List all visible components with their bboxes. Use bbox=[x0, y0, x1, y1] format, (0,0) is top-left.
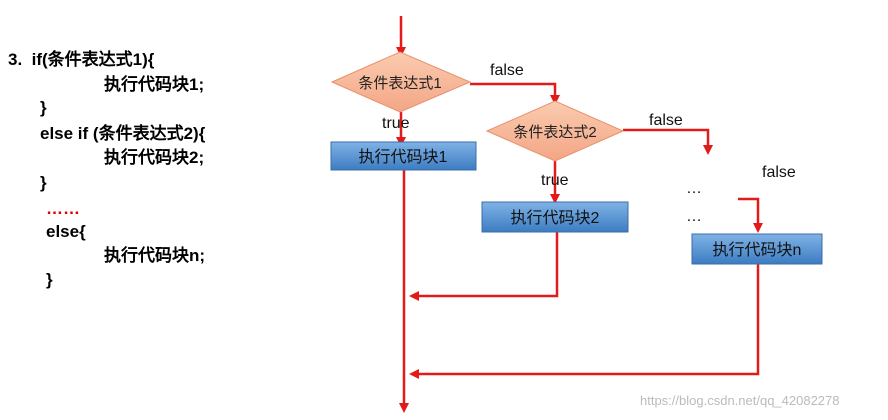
cond2-true-label: true bbox=[541, 172, 569, 189]
decision-cond2-shape bbox=[485, 100, 625, 162]
code-line-block2: 执行代码块2; bbox=[104, 148, 205, 167]
ellipsis-dots-1: … bbox=[686, 180, 702, 197]
blockn-merge-arrow bbox=[409, 264, 760, 379]
decision-cond2: 条件表达式2 bbox=[485, 100, 625, 162]
cond2-false-label: false bbox=[649, 112, 683, 129]
cond1-false-arrow bbox=[470, 82, 560, 105]
code-line-close3: } bbox=[46, 270, 53, 289]
code-line-blockn: 执行代码块n; bbox=[104, 246, 206, 265]
process-block2-shape bbox=[481, 201, 629, 233]
process-block1: 执行代码块1 bbox=[330, 141, 477, 171]
process-blockn-label: 执行代码块n bbox=[713, 241, 802, 259]
ellipsis-dots-2: … bbox=[686, 208, 702, 225]
code-line-else-if: else if (条件表达式2){ bbox=[40, 124, 206, 143]
cond1-true-label: true bbox=[382, 115, 410, 132]
decision-cond1-label: 条件表达式1 bbox=[358, 75, 441, 92]
code-line-else: else{ bbox=[46, 222, 86, 241]
block2-merge-arrow bbox=[409, 232, 559, 301]
code-line-close2: } bbox=[40, 173, 47, 192]
code-listing: 3. if(条件表达式1){ 执行代码块1; } else if (条件表达式2… bbox=[0, 0, 330, 420]
last-false-label: false bbox=[762, 164, 796, 181]
process-block2-label: 执行代码块2 bbox=[511, 209, 600, 227]
code-line-ellipsis: …… bbox=[46, 199, 80, 218]
watermark: https://blog.csdn.net/qq_42082278 bbox=[640, 393, 840, 408]
last-false-arrow bbox=[738, 197, 763, 233]
process-blockn-shape bbox=[691, 233, 823, 265]
code-line-block1: 执行代码块1; bbox=[104, 75, 205, 94]
process-blockn: 执行代码块n bbox=[691, 233, 823, 265]
process-block1-shape bbox=[330, 141, 477, 171]
cond2-false-arrow bbox=[623, 128, 713, 155]
code-line-close1: } bbox=[40, 98, 47, 117]
connectors bbox=[396, 16, 763, 413]
decision-cond2-label: 条件表达式2 bbox=[513, 124, 596, 141]
decision-cond1: 条件表达式1 bbox=[330, 51, 472, 113]
cond1-false-label: false bbox=[490, 62, 524, 79]
code-line-if: 3. if(条件表达式1){ bbox=[8, 50, 155, 69]
process-block2: 执行代码块2 bbox=[481, 201, 629, 233]
process-block1-label: 执行代码块1 bbox=[359, 148, 448, 166]
decision-cond1-shape bbox=[330, 51, 472, 113]
